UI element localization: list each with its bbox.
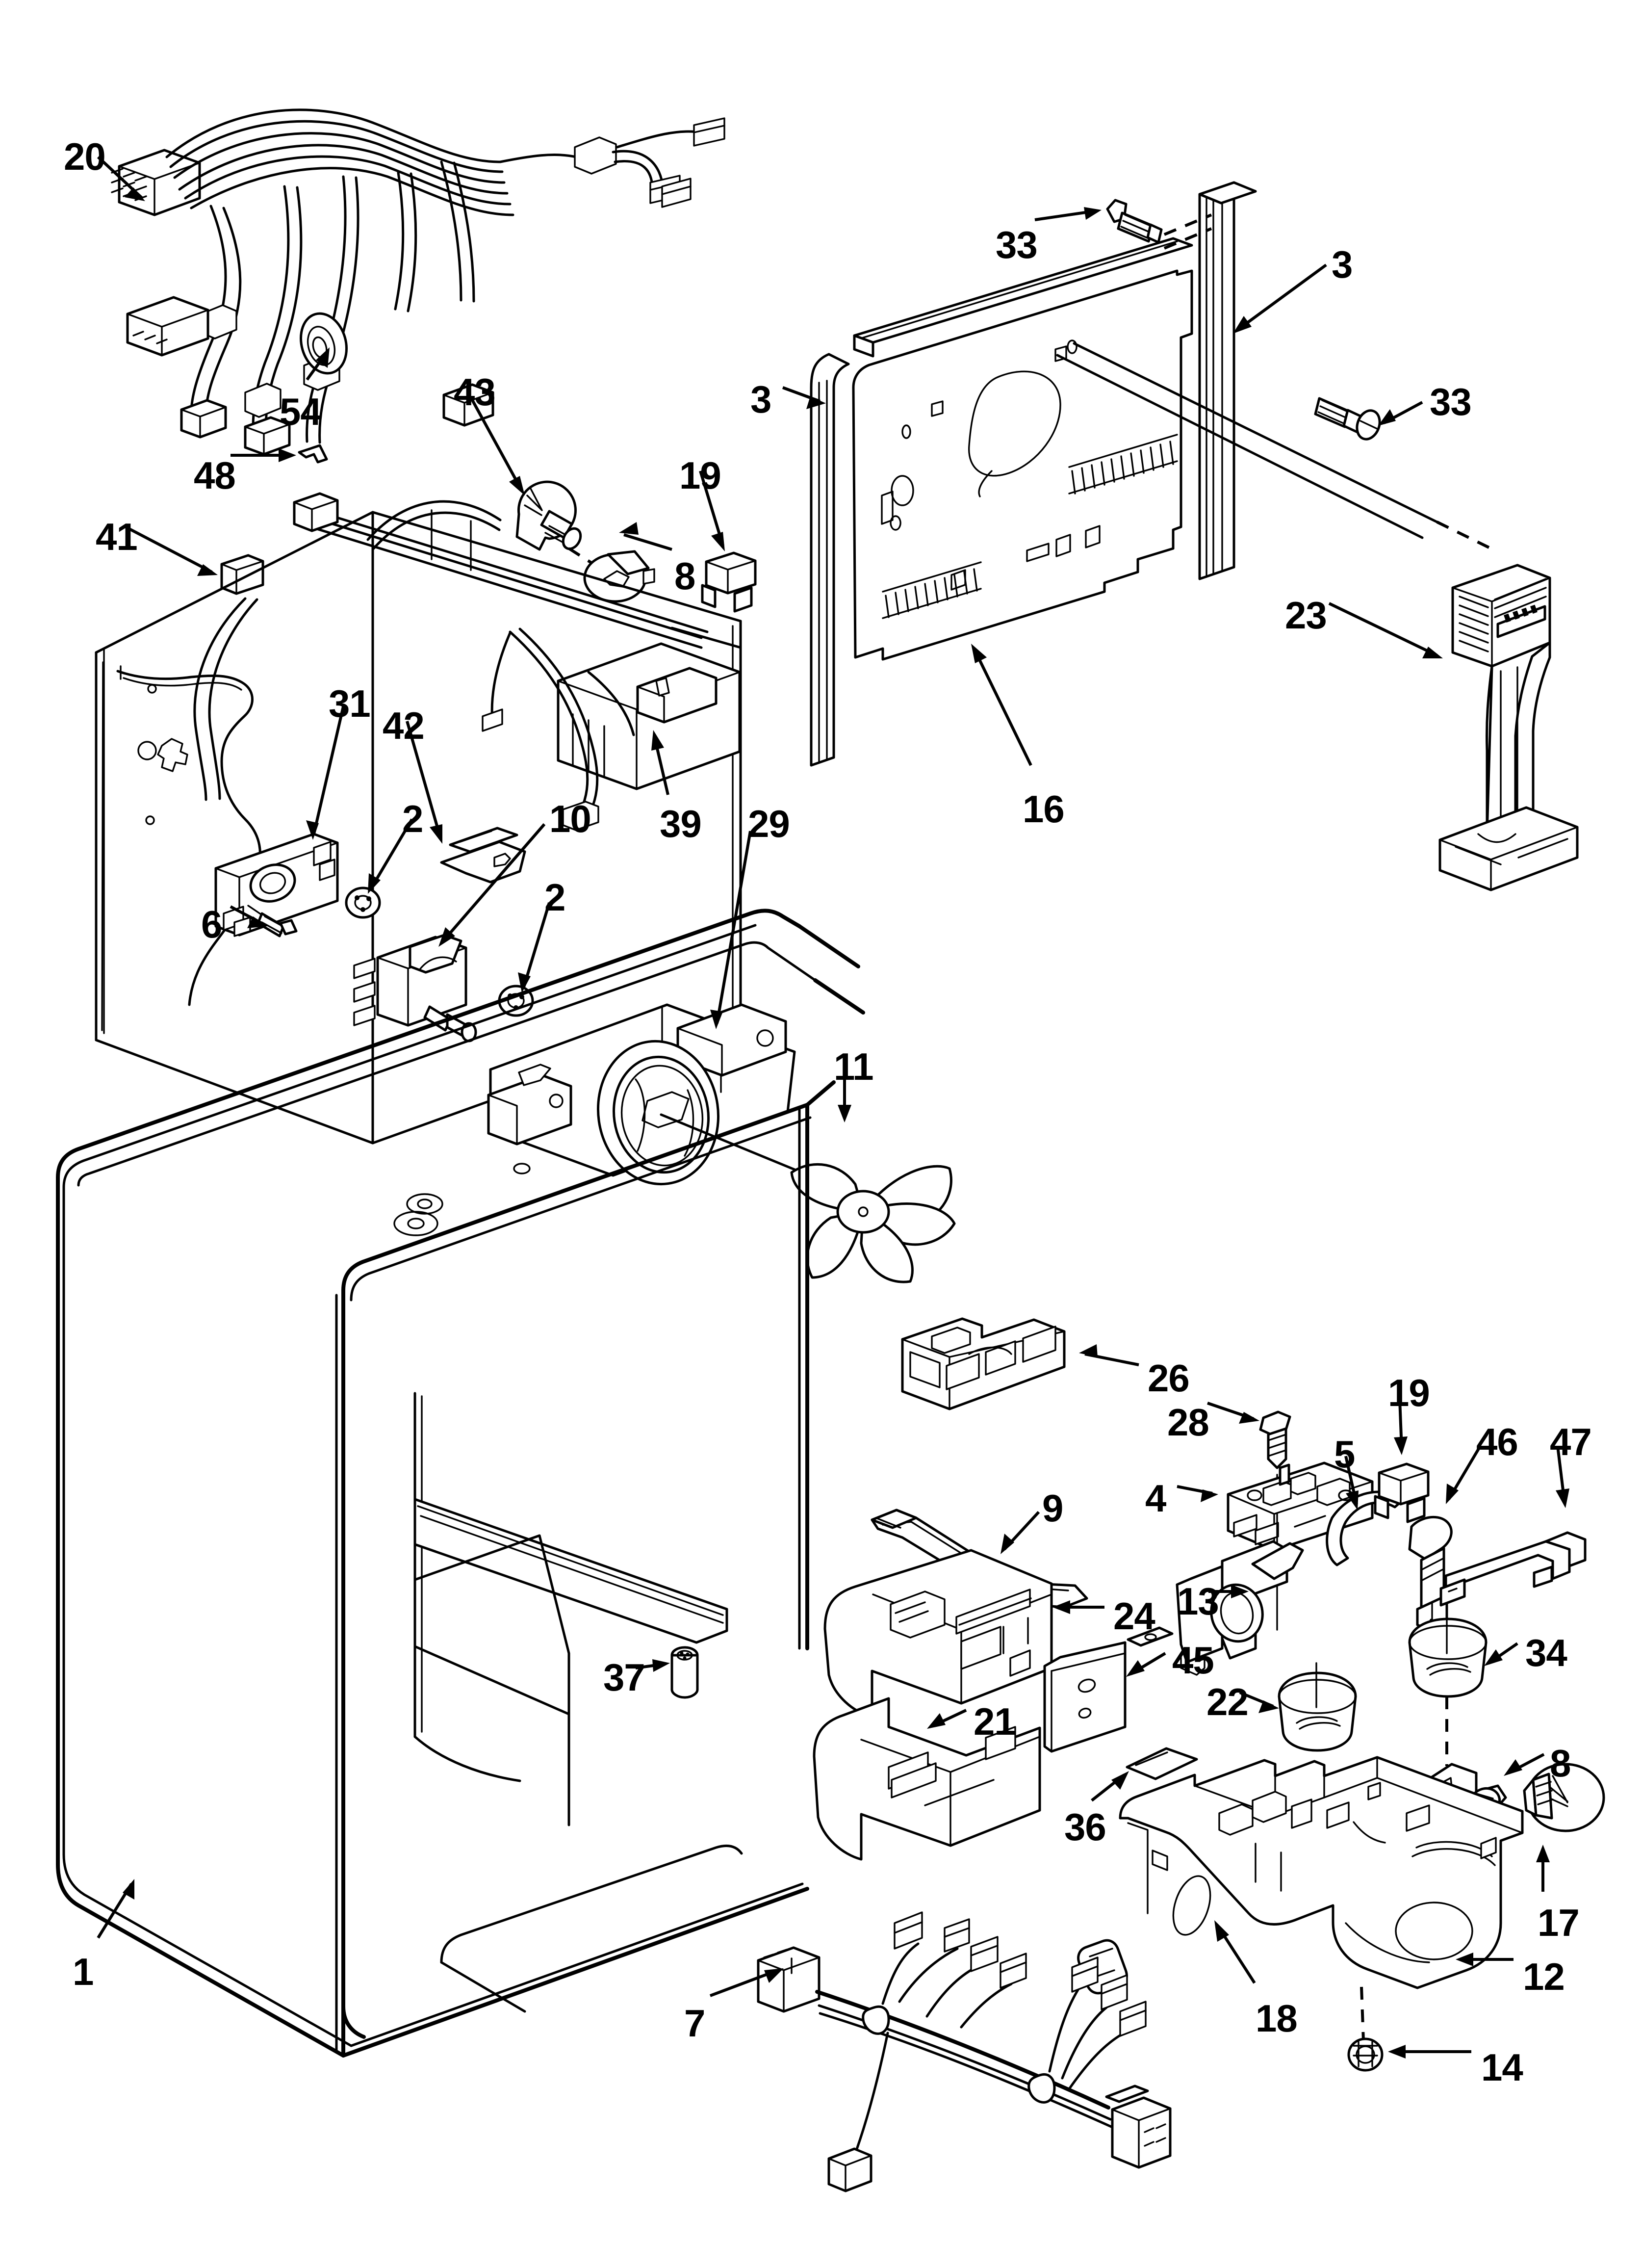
- part-control-mounting-bracket: [214, 833, 339, 938]
- part-defrost-thermostat-bracket: [1127, 1540, 1304, 1676]
- part-light-socket-cup-upper: [1408, 1608, 1488, 1766]
- callout-foam-seal-pad: 36: [1064, 1805, 1106, 1849]
- callout-air-tower-diffuser: 23: [1285, 594, 1327, 637]
- part-drain-tube-clip: [1326, 1490, 1404, 1566]
- part-knob-retainer-nut-a: [345, 886, 381, 919]
- callout-grommet-strain-relief: 54: [280, 390, 322, 433]
- part-wire-clip: [298, 444, 328, 464]
- part-bracket-linkage: [1439, 1531, 1587, 1607]
- callout-grommet-base: 14: [1481, 2046, 1523, 2089]
- callout-defrost-timer-shaft: 46: [1476, 1420, 1518, 1463]
- callout-knob-retainer-nut: 2: [544, 876, 565, 919]
- part-plug-button: [670, 1646, 699, 1699]
- part-light-bulb-upper: [515, 480, 582, 551]
- part-screw-hex-head-a: [1106, 199, 1212, 250]
- part-air-tower-diffuser: [1438, 564, 1579, 891]
- part-screw-mounting: [247, 905, 298, 938]
- callout-lamp-socket-lower: 17: [1538, 1901, 1580, 1944]
- callout-bracket-linkage: 47: [1550, 1420, 1592, 1463]
- callout-wire-clip: 48: [194, 454, 236, 497]
- part-fan-motor-mounting-bracket: [487, 1003, 796, 1186]
- part-grommet-strain-relief: [299, 312, 348, 375]
- callout-light-socket-cup-upper: 34: [1525, 1631, 1567, 1674]
- part-air-duct-damper: [557, 642, 741, 790]
- callout-wiring-harness-main: 20: [64, 135, 106, 178]
- callout-door-gasket-trim: 3: [1332, 243, 1353, 286]
- part-screw-hex-head-b: [1314, 397, 1381, 441]
- part-grommet-base: [1347, 1986, 1384, 2072]
- callout-drip-tray-cover: 26: [1148, 1356, 1190, 1400]
- callout-fuse-thermal: 18: [1256, 1997, 1298, 2040]
- callout-connector-clip-upper: 19: [679, 454, 721, 497]
- part-wiring-harness-main: [111, 108, 725, 456]
- part-light-socket-cup-lower: [1278, 1662, 1357, 1752]
- callout-screw-mounting: 6: [201, 903, 222, 946]
- callout-connector-clip-lower: 19: [1388, 1371, 1430, 1414]
- part-light-bulb-lower: [1523, 1763, 1605, 1832]
- part-cover-plate-small: [440, 827, 526, 884]
- callout-light-socket-cup-lower: 22: [1206, 1680, 1249, 1723]
- callout-knob-retainer-nut: 2: [402, 797, 423, 840]
- part-wiring-harness-lower: [757, 1911, 1172, 2192]
- part-cabinet-outer-shell: [56, 909, 865, 2058]
- part-air-baffle-upper: [823, 1549, 1053, 1719]
- callout-cover-plate-small: 42: [383, 704, 425, 747]
- callout-wiring-harness-lower: 7: [684, 2002, 705, 2045]
- part-drain-pan-base: [1119, 1756, 1524, 1989]
- callout-screw-control-board: 28: [1167, 1401, 1209, 1444]
- part-defrost-timer-shaft: [1408, 1515, 1453, 1630]
- part-connector-clip-upper: [701, 551, 757, 613]
- callout-drain-trough-bracket: 9: [1042, 1486, 1063, 1530]
- part-connector-clip-lower: [1374, 1462, 1430, 1523]
- callout-temperature-control: 10: [549, 797, 591, 840]
- callout-cabinet-outer-shell: 1: [73, 1950, 94, 1993]
- callout-light-bulb-upper: 43: [454, 370, 496, 414]
- callout-lamp-socket-upper: 8: [674, 554, 695, 598]
- part-insulation-shield: [1043, 1641, 1127, 1753]
- leader-lines: [97, 156, 1569, 2059]
- callout-control-mounting-bracket: 31: [329, 682, 371, 725]
- callout-air-baffle-upper: 24: [1113, 1594, 1155, 1638]
- part-temperature-control: [353, 934, 477, 1043]
- callout-fan-motor-mounting-bracket: 29: [748, 802, 790, 845]
- callout-air-duct-damper: 39: [660, 802, 702, 845]
- callout-thermistor-sensor: 41: [96, 515, 138, 558]
- callout-electronic-control-board: 4: [1145, 1477, 1166, 1520]
- callout-air-baffle-lower: 21: [974, 1700, 1016, 1743]
- part-drip-tray-cover: [901, 1317, 1066, 1410]
- part-foam-seal-pad: [1126, 1747, 1198, 1780]
- callout-light-bulb-lower: 8: [1550, 1742, 1571, 1785]
- part-air-baffle-lower: [813, 1697, 1041, 1861]
- wire-run-to-duct: [482, 627, 599, 831]
- part-screw-control-board: [1259, 1410, 1291, 1515]
- callout-drain-pan-base: 12: [1523, 1955, 1565, 1998]
- callout-defrost-thermostat-bracket: 13: [1177, 1580, 1219, 1623]
- callout-evaporator-fan-blade: 11: [834, 1045, 873, 1088]
- part-evaporator-fan-blade: [660, 1113, 956, 1283]
- callout-drain-tube-clip: 5: [1334, 1433, 1355, 1476]
- callout-rear-access-panel: 16: [1023, 787, 1065, 831]
- callout-screw-hex-head: 33: [1430, 380, 1472, 423]
- callout-plug-button: 37: [603, 1656, 645, 1699]
- callout-door-gasket-trim: 3: [750, 378, 771, 421]
- callout-screw-hex-head: 33: [996, 223, 1038, 266]
- callout-insulation-shield: 45: [1172, 1639, 1214, 1682]
- part-rear-access-panel: [810, 181, 1492, 767]
